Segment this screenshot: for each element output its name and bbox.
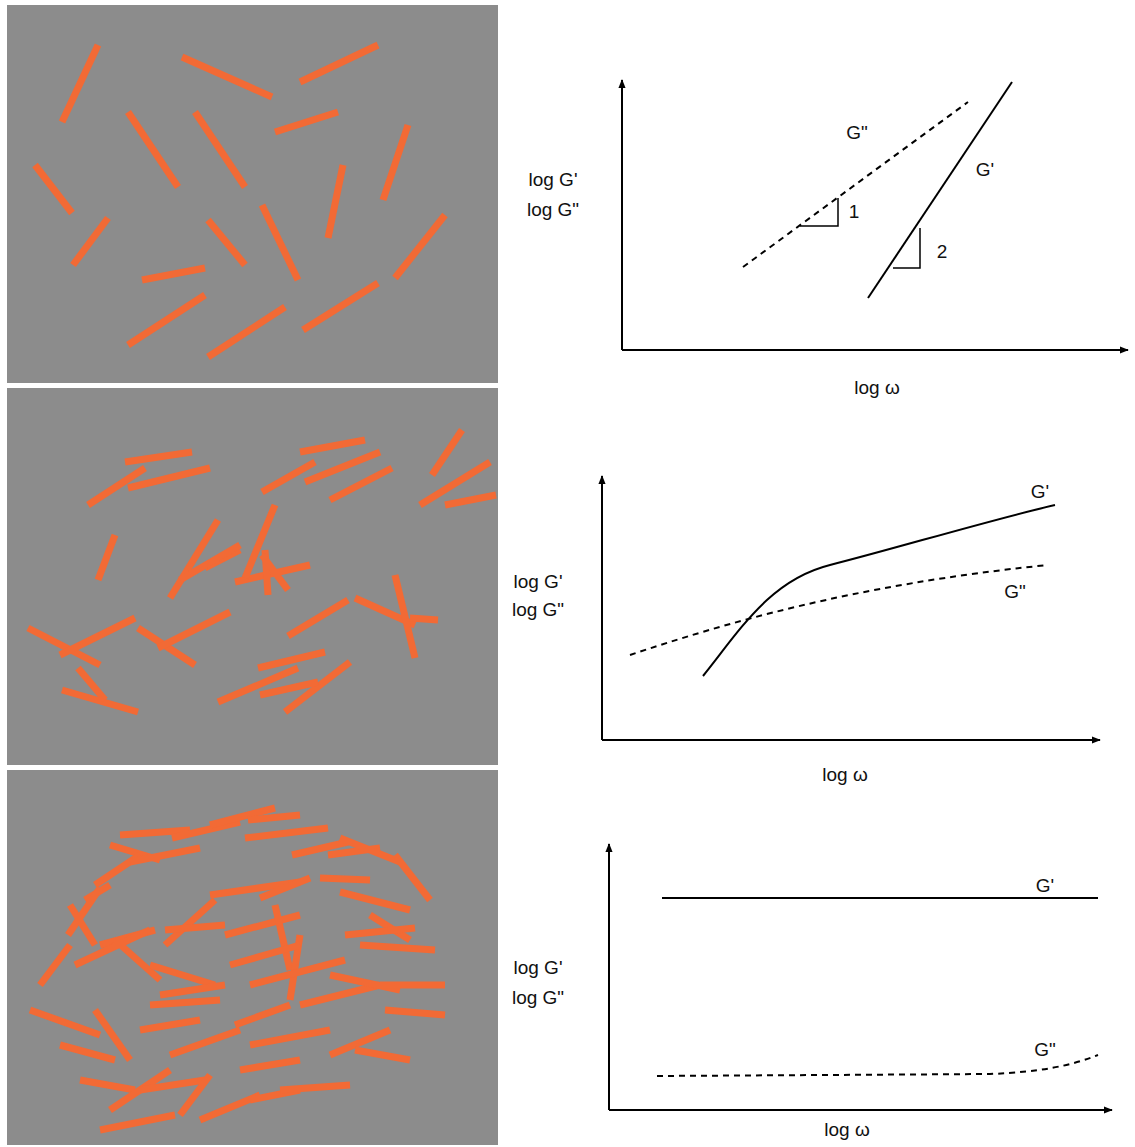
rod: [262, 555, 288, 590]
rod: [140, 1080, 205, 1090]
rod: [80, 1080, 135, 1090]
rod: [328, 165, 343, 238]
slope-number: 1: [849, 202, 860, 223]
rod: [250, 1030, 330, 1045]
rod: [98, 535, 115, 580]
rods: [28, 45, 496, 1130]
rod: [432, 430, 462, 475]
rod: [70, 905, 95, 945]
rod: [142, 268, 205, 280]
rod: [150, 965, 215, 985]
axis-label: log ω: [854, 378, 899, 399]
rod: [128, 468, 210, 488]
rod: [30, 1010, 100, 1035]
rod: [303, 283, 378, 330]
rod: [340, 838, 400, 862]
curve-label: G': [976, 160, 994, 181]
rod: [180, 545, 240, 580]
rod: [383, 125, 408, 200]
rod: [288, 600, 348, 636]
rod: [280, 1085, 350, 1090]
rod: [262, 205, 298, 280]
rod: [170, 1030, 240, 1055]
rod: [125, 452, 192, 462]
rod: [385, 1010, 445, 1015]
curve-label: G": [1004, 582, 1026, 603]
rod: [260, 878, 310, 898]
rod: [235, 1005, 290, 1025]
panel: [7, 770, 498, 1145]
rod: [218, 668, 298, 702]
rod: [355, 1050, 410, 1060]
rod: [165, 925, 225, 930]
rod: [130, 848, 200, 862]
rod: [128, 112, 178, 187]
rod: [160, 985, 225, 995]
rod: [28, 628, 100, 665]
rod: [275, 112, 338, 132]
rod: [73, 218, 108, 265]
rod: [60, 1045, 115, 1060]
rod: [300, 45, 378, 82]
rod: [172, 822, 240, 838]
axes: [602, 80, 1128, 1110]
rod: [330, 468, 392, 500]
curve-label: G": [1034, 1040, 1056, 1061]
axis-label: log ω: [824, 1120, 869, 1141]
rod: [248, 815, 300, 820]
rod: [180, 1075, 210, 1115]
rod: [360, 945, 435, 950]
rod: [395, 855, 430, 900]
curve-label: G': [1031, 482, 1049, 503]
axis-label: log G": [512, 988, 564, 1009]
rod: [62, 45, 98, 122]
rod: [115, 940, 160, 980]
rod: [380, 982, 445, 989]
rod: [35, 165, 72, 213]
rod: [320, 878, 370, 880]
rod: [275, 905, 290, 970]
slope-number: 2: [937, 242, 948, 263]
rod: [258, 652, 325, 668]
rod: [445, 495, 496, 505]
rod: [195, 112, 245, 187]
rod: [340, 892, 410, 910]
rod: [40, 945, 70, 985]
rod: [345, 928, 415, 935]
rod: [208, 307, 285, 357]
axis-label: log G': [513, 958, 562, 979]
axis-label: log G': [528, 170, 577, 191]
rod: [150, 1000, 220, 1005]
rod: [60, 618, 135, 655]
rod: [165, 900, 215, 945]
axis-label: log G': [513, 572, 562, 593]
rod: [260, 682, 318, 695]
curve-label: G": [846, 123, 868, 144]
rod: [262, 462, 315, 492]
rod: [208, 220, 245, 265]
axis-label: log G": [527, 200, 579, 221]
rod: [300, 985, 380, 1005]
panel: [7, 388, 498, 765]
rod: [78, 668, 105, 700]
rod: [128, 295, 205, 345]
rod: [230, 945, 300, 965]
rod: [245, 828, 328, 838]
rod: [395, 215, 445, 278]
rod: [158, 612, 230, 648]
rod: [182, 57, 272, 97]
rod: [300, 440, 365, 452]
rod: [225, 915, 300, 935]
rod: [140, 1020, 200, 1030]
curves: [630, 82, 1098, 1076]
axis-label: log G": [512, 600, 564, 621]
rod: [240, 1060, 300, 1070]
rod: [410, 618, 438, 620]
panel: [7, 5, 498, 383]
rod: [100, 1115, 175, 1130]
axis-label: log ω: [822, 765, 867, 786]
curve-label: G': [1036, 876, 1054, 897]
